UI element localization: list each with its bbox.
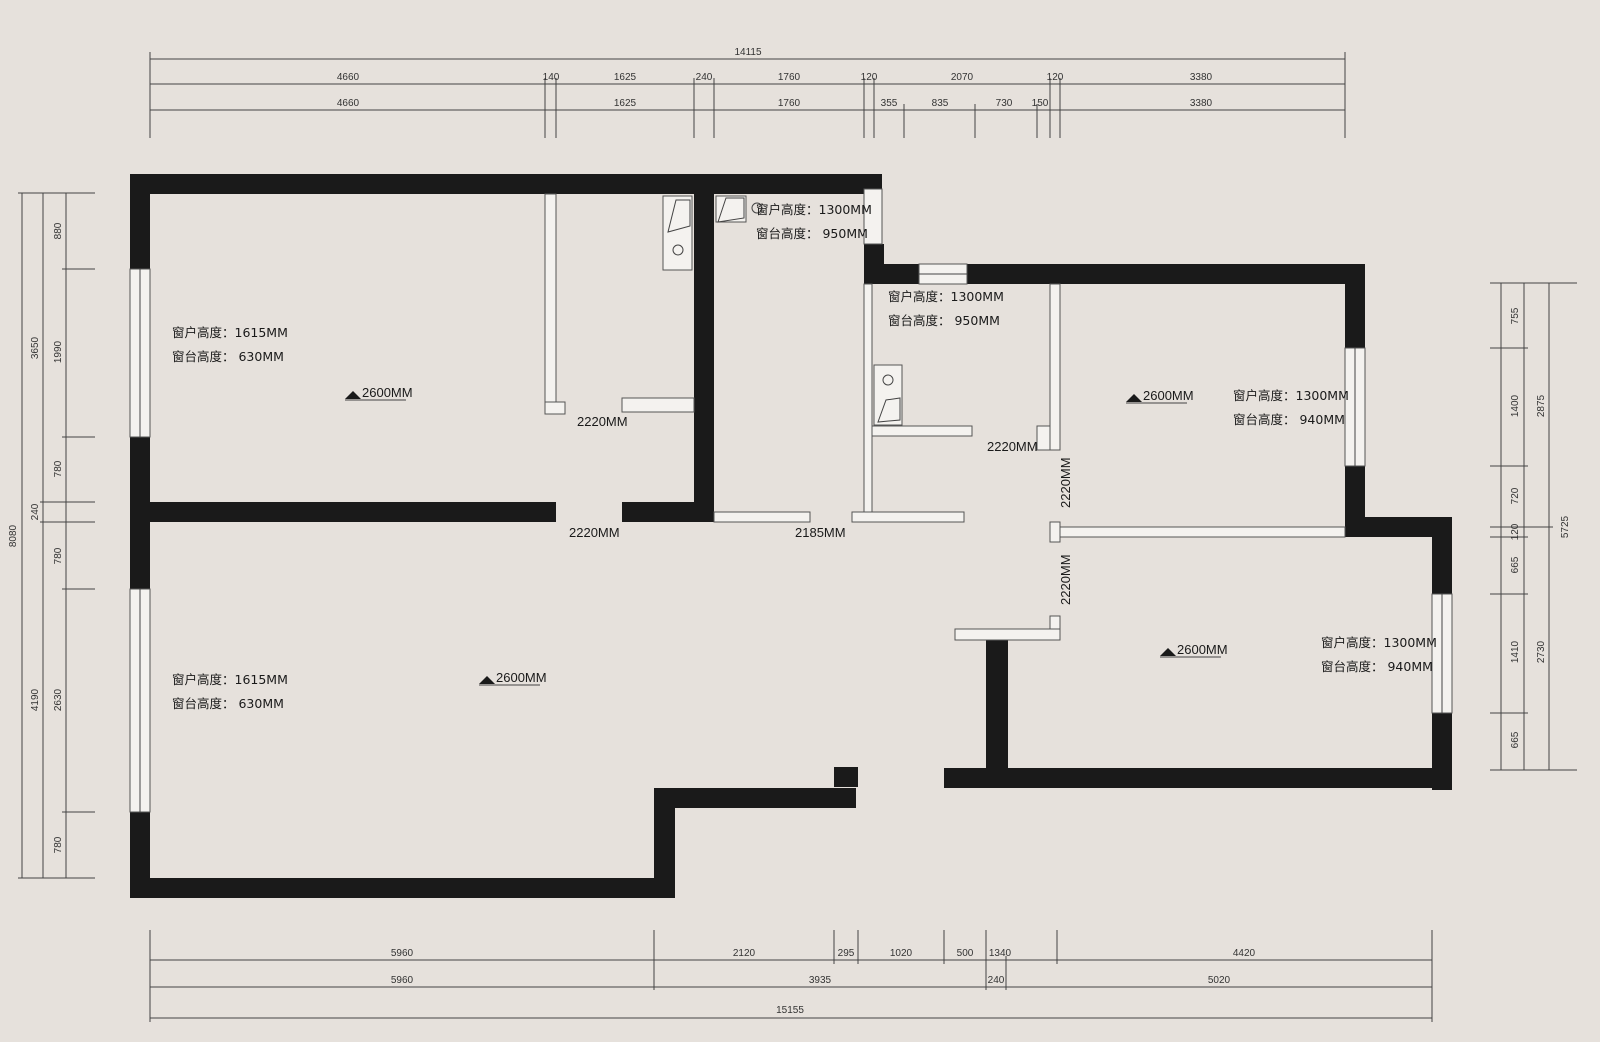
room-right-bottom: 2600MM 窗户高度：1300MM 窗台高度： 940MM	[1160, 635, 1437, 674]
dim-label: 2630	[53, 688, 64, 711]
room-top-left: 窗户高度：1615MM 窗台高度： 630MM 2600MM	[172, 325, 413, 401]
dim-label: 5960	[391, 948, 414, 959]
window-height-label: 窗户高度：1615MM	[172, 325, 288, 340]
dim-label: 1760	[778, 98, 801, 109]
counter-fixture	[715, 195, 747, 223]
dim-label: 1400	[1510, 394, 1521, 417]
dim-label: 780	[53, 460, 64, 477]
ceiling-height-label: 2600MM	[496, 670, 547, 685]
level-marker-icon	[345, 391, 361, 399]
dim-right-total: 5725	[1560, 515, 1571, 538]
dim-label: 240	[988, 975, 1005, 986]
dim-label: 1625	[614, 98, 637, 109]
window-kitchen	[863, 188, 883, 245]
bottom-dimensions: 5960 2120 295 1020 500 1340 4420 5960 39…	[149, 930, 1433, 1022]
dim-label: 355	[881, 98, 898, 109]
dim-label: 5960	[391, 975, 414, 986]
kitchen-top: 窗户高度：1300MM 窗台高度： 950MM	[756, 202, 872, 241]
dim-label: 755	[1510, 307, 1521, 324]
sill-height-label: 窗台高度： 950MM	[756, 226, 868, 241]
drain-icon	[672, 244, 684, 256]
room-right-top: 2600MM 窗户高度：1300MM 窗台高度： 940MM	[1126, 388, 1349, 427]
door-heights: 2220MM 2220MM 2185MM 2220MM 2220MM 2220M…	[569, 414, 1073, 605]
dim-bottom-total: 15155	[776, 1005, 804, 1016]
level-marker-icon	[1126, 394, 1142, 402]
dim-label: 880	[53, 222, 64, 239]
dim-left-total: 8080	[8, 524, 19, 547]
dim-label: 835	[932, 98, 949, 109]
dim-label: 120	[1047, 72, 1064, 83]
sill-height-label: 窗台高度： 950MM	[888, 313, 1000, 328]
bath-mid: 窗户高度：1300MM 窗台高度： 950MM	[888, 289, 1004, 328]
sill-height-label: 窗台高度： 940MM	[1321, 659, 1433, 674]
door-height-label: 2220MM	[987, 439, 1038, 454]
dim-label: 500	[957, 948, 974, 959]
partitions	[544, 193, 1346, 641]
dim-label: 2120	[733, 948, 756, 959]
walls	[130, 174, 1452, 898]
dim-label: 4190	[30, 688, 41, 711]
windows	[129, 188, 1453, 813]
dim-label: 1340	[989, 948, 1012, 959]
dim-label: 3380	[1190, 72, 1213, 83]
sill-height-label: 窗台高度： 630MM	[172, 349, 284, 364]
window-height-label: 窗户高度：1615MM	[172, 672, 288, 687]
dim-label: 1625	[614, 72, 637, 83]
stove-icon	[751, 202, 763, 214]
window-height-label: 窗户高度：1300MM	[1321, 635, 1437, 650]
door-height-label: 2185MM	[795, 525, 846, 540]
dim-label: 4420	[1233, 948, 1256, 959]
window-height-label: 窗户高度：1300MM	[1233, 388, 1349, 403]
dim-label: 120	[1510, 523, 1521, 540]
ceiling-height-label: 2600MM	[1143, 388, 1194, 403]
dim-label: 140	[543, 72, 560, 83]
dim-label: 720	[1510, 487, 1521, 504]
dim-label: 3935	[809, 975, 832, 986]
dim-label: 730	[996, 98, 1013, 109]
door-height-label: 2220MM	[1058, 457, 1073, 508]
top-dimensions: 14115 4660 140 1625 240 1760 120 2070 12…	[149, 47, 1346, 138]
room-bottom-left: 窗户高度：1615MM 窗台高度： 630MM 2600MM	[172, 670, 547, 711]
toilet-fixture	[873, 364, 903, 426]
ceiling-height-label: 2600MM	[1177, 642, 1228, 657]
right-dimensions: 5725 2875 2730 755 1400 720 120 665 1410…	[1490, 282, 1577, 771]
dim-label: 2875	[1536, 394, 1547, 417]
dim-label: 3380	[1190, 98, 1213, 109]
dim-label: 2730	[1536, 640, 1547, 663]
dim-label: 2070	[951, 72, 974, 83]
toilet-icon	[882, 374, 894, 386]
dim-label: 1990	[53, 340, 64, 363]
door-height-label: 2220MM	[577, 414, 628, 429]
ceiling-height-label: 2600MM	[362, 385, 413, 400]
sill-height-label: 窗台高度： 940MM	[1233, 412, 1345, 427]
window-height-label: 窗户高度：1300MM	[756, 202, 872, 217]
dim-top-total: 14115	[734, 47, 762, 58]
dim-label: 4660	[337, 72, 360, 83]
dim-label: 1410	[1510, 640, 1521, 663]
dim-label: 120	[861, 72, 878, 83]
level-marker-icon	[479, 676, 495, 684]
dim-label: 240	[30, 503, 41, 520]
dim-label: 295	[838, 948, 855, 959]
left-dimensions: 8080 3650 240 4190 880 1990 780 780 2630…	[8, 192, 95, 879]
dim-label: 665	[1510, 731, 1521, 748]
dim-label: 150	[1032, 98, 1049, 109]
window-height-label: 窗户高度：1300MM	[888, 289, 1004, 304]
sill-height-label: 窗台高度： 630MM	[172, 696, 284, 711]
dim-label: 4660	[337, 98, 360, 109]
dim-label: 780	[53, 547, 64, 564]
sink-fixture	[662, 195, 693, 271]
dim-label: 1760	[778, 72, 801, 83]
dim-label: 780	[53, 836, 64, 853]
dim-label: 240	[696, 72, 713, 83]
dim-label: 3650	[30, 336, 41, 359]
door-height-label: 2220MM	[1058, 554, 1073, 605]
door-height-label: 2220MM	[569, 525, 620, 540]
level-marker-icon	[1160, 648, 1176, 656]
dim-label: 665	[1510, 556, 1521, 573]
dim-label: 5020	[1208, 975, 1231, 986]
dim-label: 1020	[890, 948, 913, 959]
